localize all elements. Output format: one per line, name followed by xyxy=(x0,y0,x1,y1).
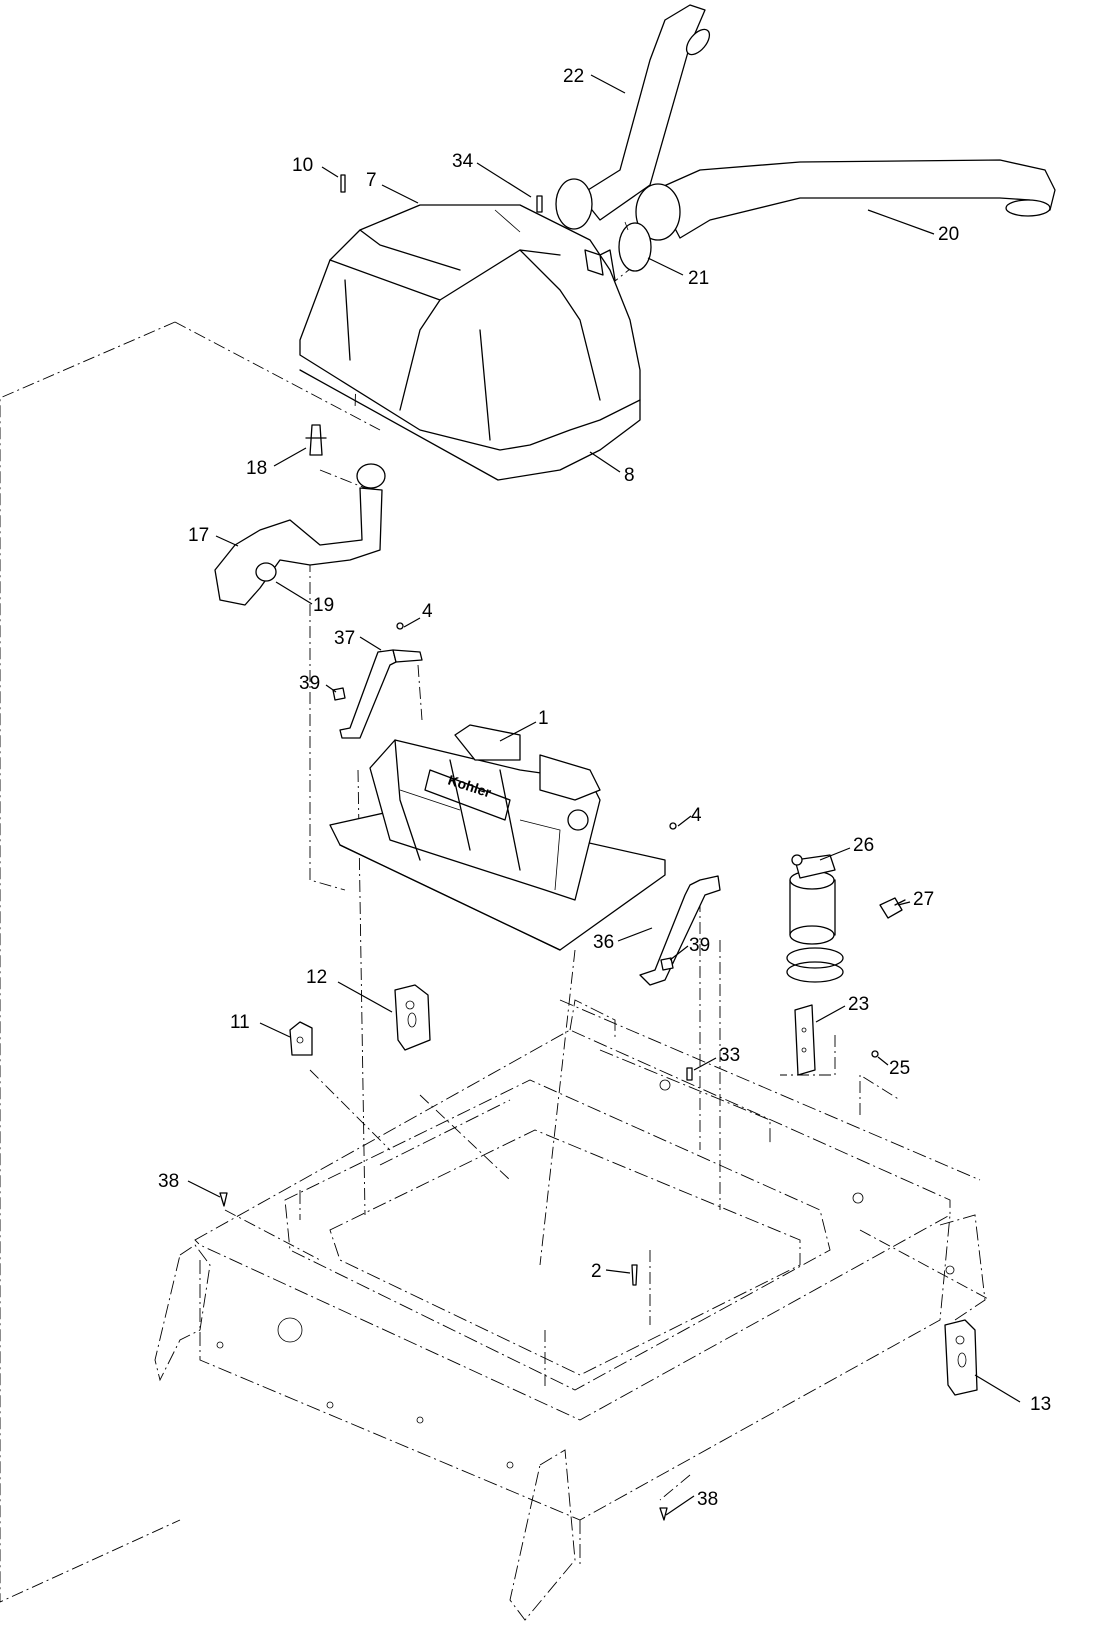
hose-clamp xyxy=(618,221,652,272)
callout-21: 21 xyxy=(688,268,709,289)
callout-33: 33 xyxy=(719,1045,740,1066)
callout-37: 37 xyxy=(334,628,355,649)
callout-17: 17 xyxy=(188,525,209,546)
callout-25: 25 xyxy=(889,1058,910,1079)
callout-34: 34 xyxy=(452,151,474,172)
fasteners xyxy=(219,174,879,1521)
callout-labels: 22 10 7 34 20 21 8 18 17 19 4 37 39 1 4 … xyxy=(158,66,1051,1510)
fuel-hose xyxy=(214,463,386,606)
callout-7: 7 xyxy=(366,170,377,191)
air-intake-hose xyxy=(555,4,711,230)
callout-11: 11 xyxy=(230,1012,250,1033)
air-intake-hose xyxy=(635,159,1056,241)
engine: Kohler xyxy=(329,724,666,951)
engine-bracket xyxy=(339,649,423,739)
callout-38: 38 xyxy=(697,1489,718,1510)
callout-4: 4 xyxy=(691,805,702,826)
callout-2: 2 xyxy=(591,1261,602,1282)
fuel-filter xyxy=(789,854,836,945)
callout-19: 19 xyxy=(313,595,334,616)
filter-clamp xyxy=(786,947,844,983)
hose-clamp xyxy=(255,562,277,582)
filter-bracket xyxy=(794,1004,816,1076)
callout-20: 20 xyxy=(938,224,959,245)
callout-18: 18 xyxy=(246,458,267,479)
callout-12: 12 xyxy=(306,967,327,988)
callout-10: 10 xyxy=(292,155,313,176)
callout-39: 39 xyxy=(689,935,710,956)
callout-39: 39 xyxy=(299,673,320,694)
hose-fitting xyxy=(305,424,327,456)
callout-1: 1 xyxy=(538,708,549,729)
callout-23: 23 xyxy=(848,994,869,1015)
chassis-frame xyxy=(154,999,986,1621)
engine-mount xyxy=(394,984,431,1051)
leader-lines xyxy=(187,74,1021,1516)
fuel-sensor xyxy=(879,897,906,919)
engine-mount xyxy=(944,1319,978,1396)
callout-38: 38 xyxy=(158,1171,179,1192)
engine-mount xyxy=(289,1021,313,1056)
engine-bracket xyxy=(639,875,721,986)
callout-26: 26 xyxy=(853,835,874,856)
air-box-assembly xyxy=(299,204,641,481)
callout-13: 13 xyxy=(1030,1394,1051,1415)
callout-8: 8 xyxy=(624,465,635,486)
callout-4: 4 xyxy=(422,601,433,622)
callout-27: 27 xyxy=(913,889,934,910)
callout-22: 22 xyxy=(563,66,584,87)
callout-36: 36 xyxy=(593,932,614,953)
